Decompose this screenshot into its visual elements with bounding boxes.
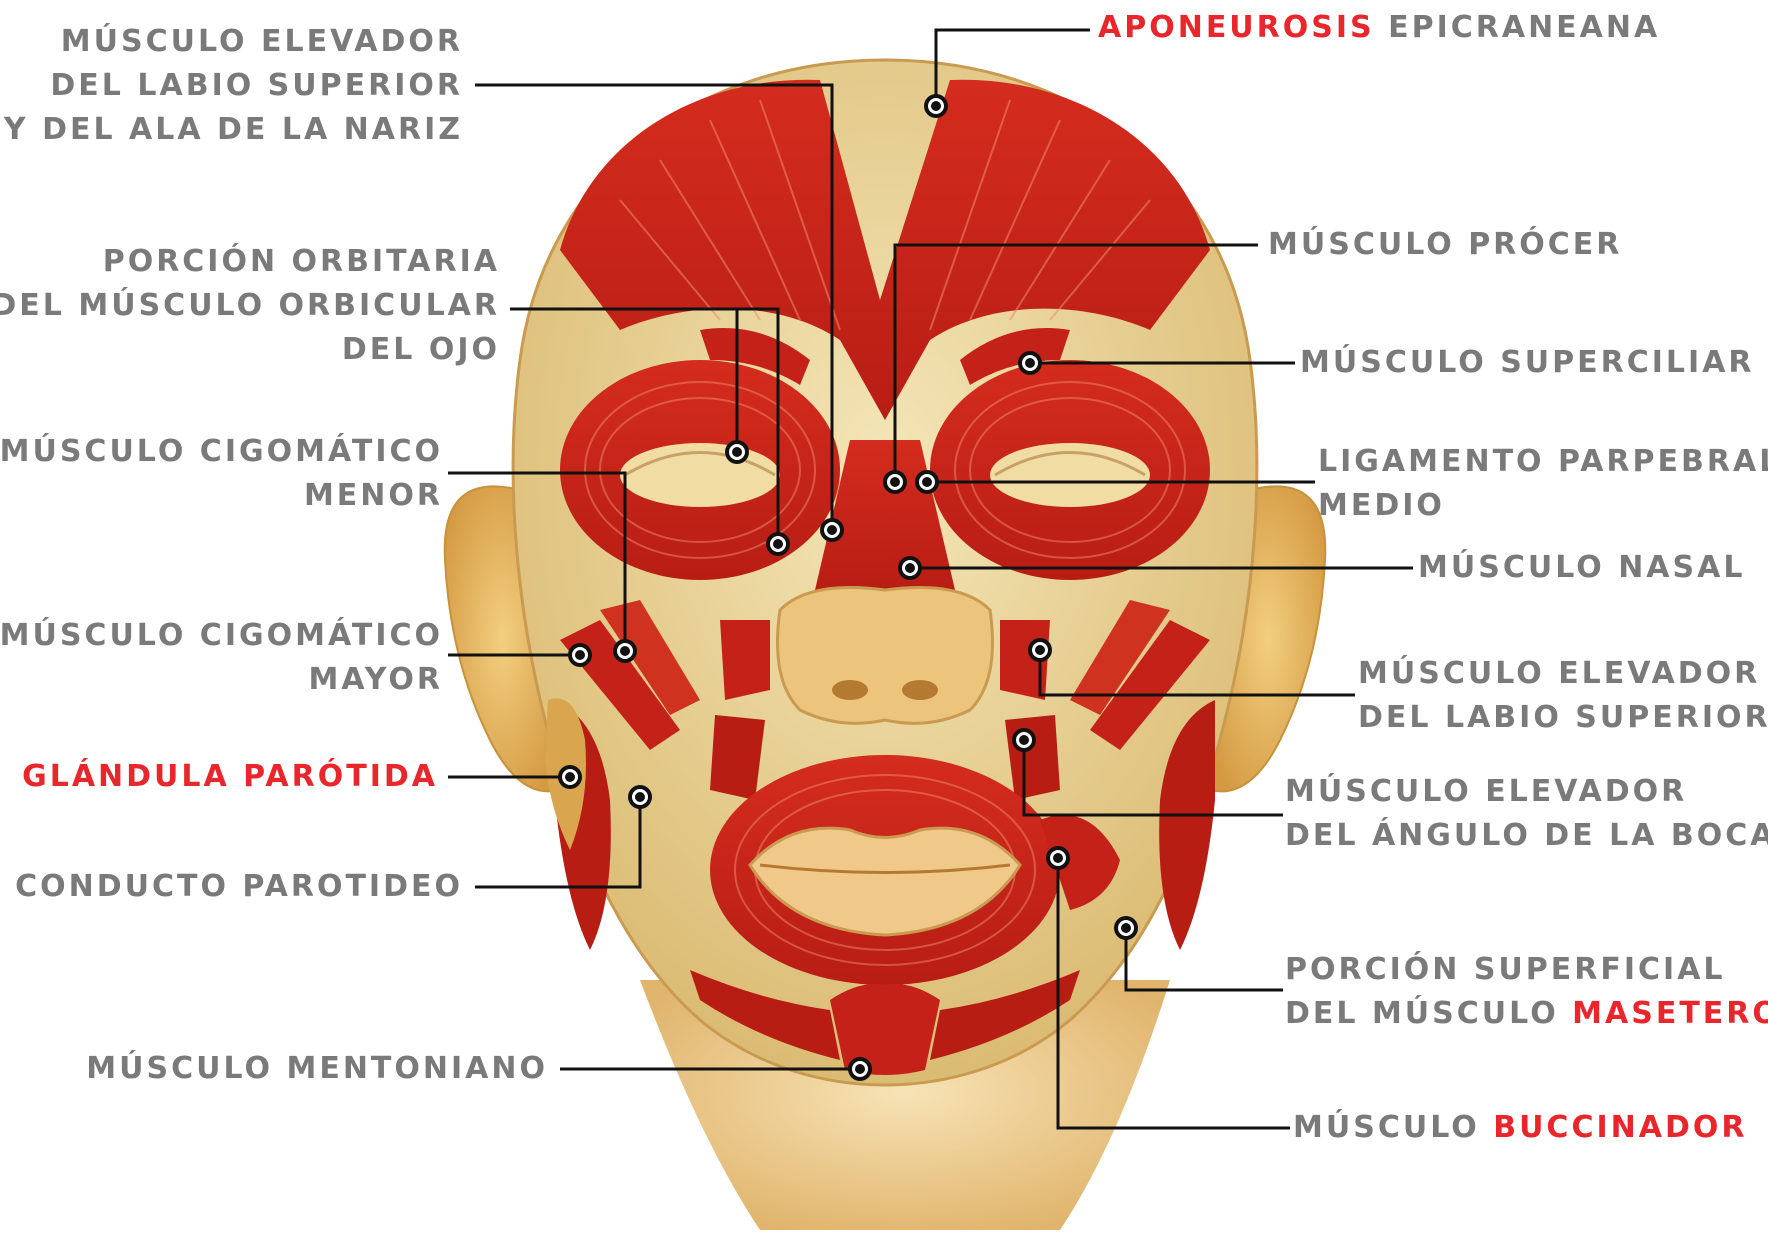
label-line: DEL LABIO SUPERIOR (4, 64, 463, 108)
label-ligamento-parpebral: LIGAMENTO PARPEBRAL MEDIO (1318, 440, 1768, 528)
label-highlight: APONEUROSIS (1098, 10, 1375, 45)
marker-cigomatico-mayor (568, 643, 592, 667)
marker-buccinador (1046, 846, 1070, 870)
label-line: MÚSCULO ELEVADOR (1358, 652, 1768, 696)
label-musculo-nasal: MÚSCULO NASAL (1418, 546, 1745, 590)
label-highlight: MASETERO (1572, 996, 1768, 1031)
nose (778, 588, 993, 724)
label-elevador-labio-superior: MÚSCULO ELEVADOR DEL LABIO SUPERIOR (1358, 652, 1768, 740)
marker-nasal (898, 556, 922, 580)
label-line: DEL MÚSCULO MASETERO (1285, 992, 1768, 1036)
label-line: DEL ÁNGULO DE LA BOCA (1285, 814, 1768, 858)
label-cigomatico-mayor: MÚSCULO CIGOMÁTICO MAYOR (0, 614, 443, 702)
marker-parotida (558, 765, 582, 789)
label-musculo-buccinador: MÚSCULO BUCCINADOR (1293, 1106, 1747, 1150)
marker-orbitaria-lower (766, 532, 790, 556)
label-musculo-mentoniano: MÚSCULO MENTONIANO (86, 1047, 548, 1091)
label-musculo-procer: MÚSCULO PRÓCER (1268, 223, 1622, 267)
label-elevador-angulo-boca: MÚSCULO ELEVADOR DEL ÁNGULO DE LA BOCA (1285, 770, 1768, 858)
label-line: MAYOR (0, 658, 443, 702)
label-line: LIGAMENTO PARPEBRAL (1318, 440, 1768, 484)
label-line: MEDIO (1318, 484, 1768, 528)
label-musculo-superciliar: MÚSCULO SUPERCILIAR (1300, 341, 1755, 385)
marker-procer (883, 470, 907, 494)
marker-aponeurosis (924, 94, 948, 118)
label-line: DEL MÚSCULO ORBICULAR (0, 284, 500, 328)
label-line: MÚSCULO CIGOMÁTICO (0, 614, 443, 658)
label-line: MENOR (0, 474, 443, 518)
label-rest: EPICRANEANA (1375, 10, 1661, 45)
label-line: DEL OJO (0, 328, 500, 372)
label-line: MÚSCULO ELEVADOR (1285, 770, 1768, 814)
marker-conducto (628, 785, 652, 809)
marker-elevador-labio (1028, 638, 1052, 662)
label-line: MÚSCULO ELEVADOR (4, 20, 463, 64)
marker-cigomatico-menor (613, 639, 637, 663)
label-line: Y DEL ALA DE LA NARIZ (4, 108, 463, 152)
marker-masetero (1114, 916, 1138, 940)
marker-superciliar (1018, 351, 1042, 375)
label-prefix: DEL MÚSCULO (1285, 996, 1572, 1031)
label-line: PORCIÓN SUPERFICIAL (1285, 948, 1768, 992)
label-porcion-orbitaria: PORCIÓN ORBITARIA DEL MÚSCULO ORBICULAR … (0, 240, 500, 372)
label-aponeurosis-epicraneana: APONEUROSIS EPICRANEANA (1098, 6, 1660, 50)
label-line: PORCIÓN ORBITARIA (0, 240, 500, 284)
label-line: DEL LABIO SUPERIOR (1358, 696, 1768, 740)
label-conducto-parotideo: CONDUCTO PAROTIDEO (15, 865, 463, 909)
marker-mentoniano (848, 1057, 872, 1081)
marker-ligamento (915, 470, 939, 494)
marker-elevador-ala (820, 518, 844, 542)
levator-labii-left (720, 620, 770, 700)
label-line: MÚSCULO CIGOMÁTICO (0, 430, 443, 474)
label-cigomatico-menor: MÚSCULO CIGOMÁTICO MENOR (0, 430, 443, 518)
marker-elevador-angulo (1012, 728, 1036, 752)
label-prefix: MÚSCULO (1293, 1110, 1493, 1145)
label-porcion-superficial-masetero: PORCIÓN SUPERFICIAL DEL MÚSCULO MASETERO (1285, 948, 1768, 1036)
mentalis-muscle (830, 984, 940, 1075)
label-highlight: BUCCINADOR (1493, 1110, 1747, 1145)
label-glandula-parotida: GLÁNDULA PARÓTIDA (22, 755, 438, 799)
marker-orbitaria-upper (725, 440, 749, 464)
label-elevador-labio-ala-nariz: MÚSCULO ELEVADOR DEL LABIO SUPERIOR Y DE… (4, 20, 463, 152)
